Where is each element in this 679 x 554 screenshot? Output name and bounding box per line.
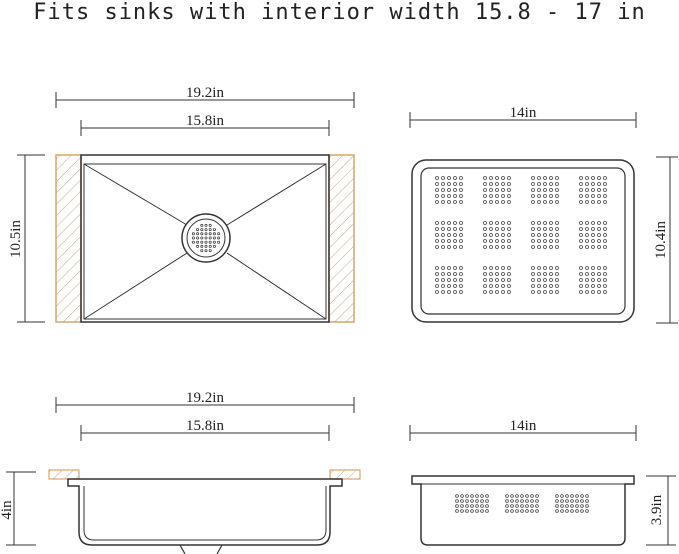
dim-label: 14in	[510, 418, 537, 434]
counter-right-side	[329, 469, 361, 480]
sink-side-view: 19.2in 15.8in 4in	[0, 390, 361, 554]
dim-label: 10.5in	[8, 220, 24, 258]
dim-sink-side-depth: 4in	[0, 471, 36, 546]
drain-stub	[179, 544, 223, 554]
dim-basket-top-height: 10.4in	[653, 156, 678, 324]
perforation-icon	[455, 494, 589, 513]
dim-sink-side-outer: 19.2in	[55, 390, 355, 413]
dim-label: 4in	[0, 500, 15, 520]
basket-side-view: 14in 3.9in	[409, 418, 676, 546]
dim-label: 14in	[510, 105, 537, 121]
counter-left	[55, 154, 82, 323]
dim-basket-side-depth: 3.9in	[646, 475, 676, 546]
dim-label: 15.8in	[186, 418, 224, 434]
perforation-icon	[435, 176, 607, 294]
counter-right	[328, 154, 355, 323]
counter-left-side	[48, 469, 80, 480]
dim-basket-top-width: 14in	[409, 105, 637, 128]
sink-inner-outline	[83, 163, 327, 320]
dim-label: 19.2in	[186, 85, 224, 101]
dim-basket-side-width: 14in	[409, 418, 637, 441]
dim-label: 15.8in	[186, 113, 224, 129]
dim-sink-side-inner: 15.8in	[80, 418, 330, 441]
basket-outline	[411, 159, 635, 323]
basket-inner-outline	[420, 167, 626, 315]
dim-sink-top-outer: 19.2in	[55, 85, 355, 108]
drain-icon	[181, 213, 231, 263]
basket-top-view: 14in 10.4in	[409, 105, 678, 324]
dim-sink-top-inner: 15.8in	[80, 113, 330, 136]
dim-label: 10.4in	[653, 221, 669, 259]
sink-outline	[80, 154, 330, 323]
dim-label: 19.2in	[186, 390, 224, 406]
page-title: Fits sinks with interior width 15.8 - 17…	[33, 0, 646, 25]
sink-top-view: 19.2in 15.8in 10.5in	[8, 85, 355, 323]
sink-side-outline	[67, 478, 343, 546]
dim-label: 3.9in	[649, 494, 665, 525]
dim-sink-top-height: 10.5in	[8, 154, 45, 323]
basket-side-outline	[411, 475, 635, 546]
